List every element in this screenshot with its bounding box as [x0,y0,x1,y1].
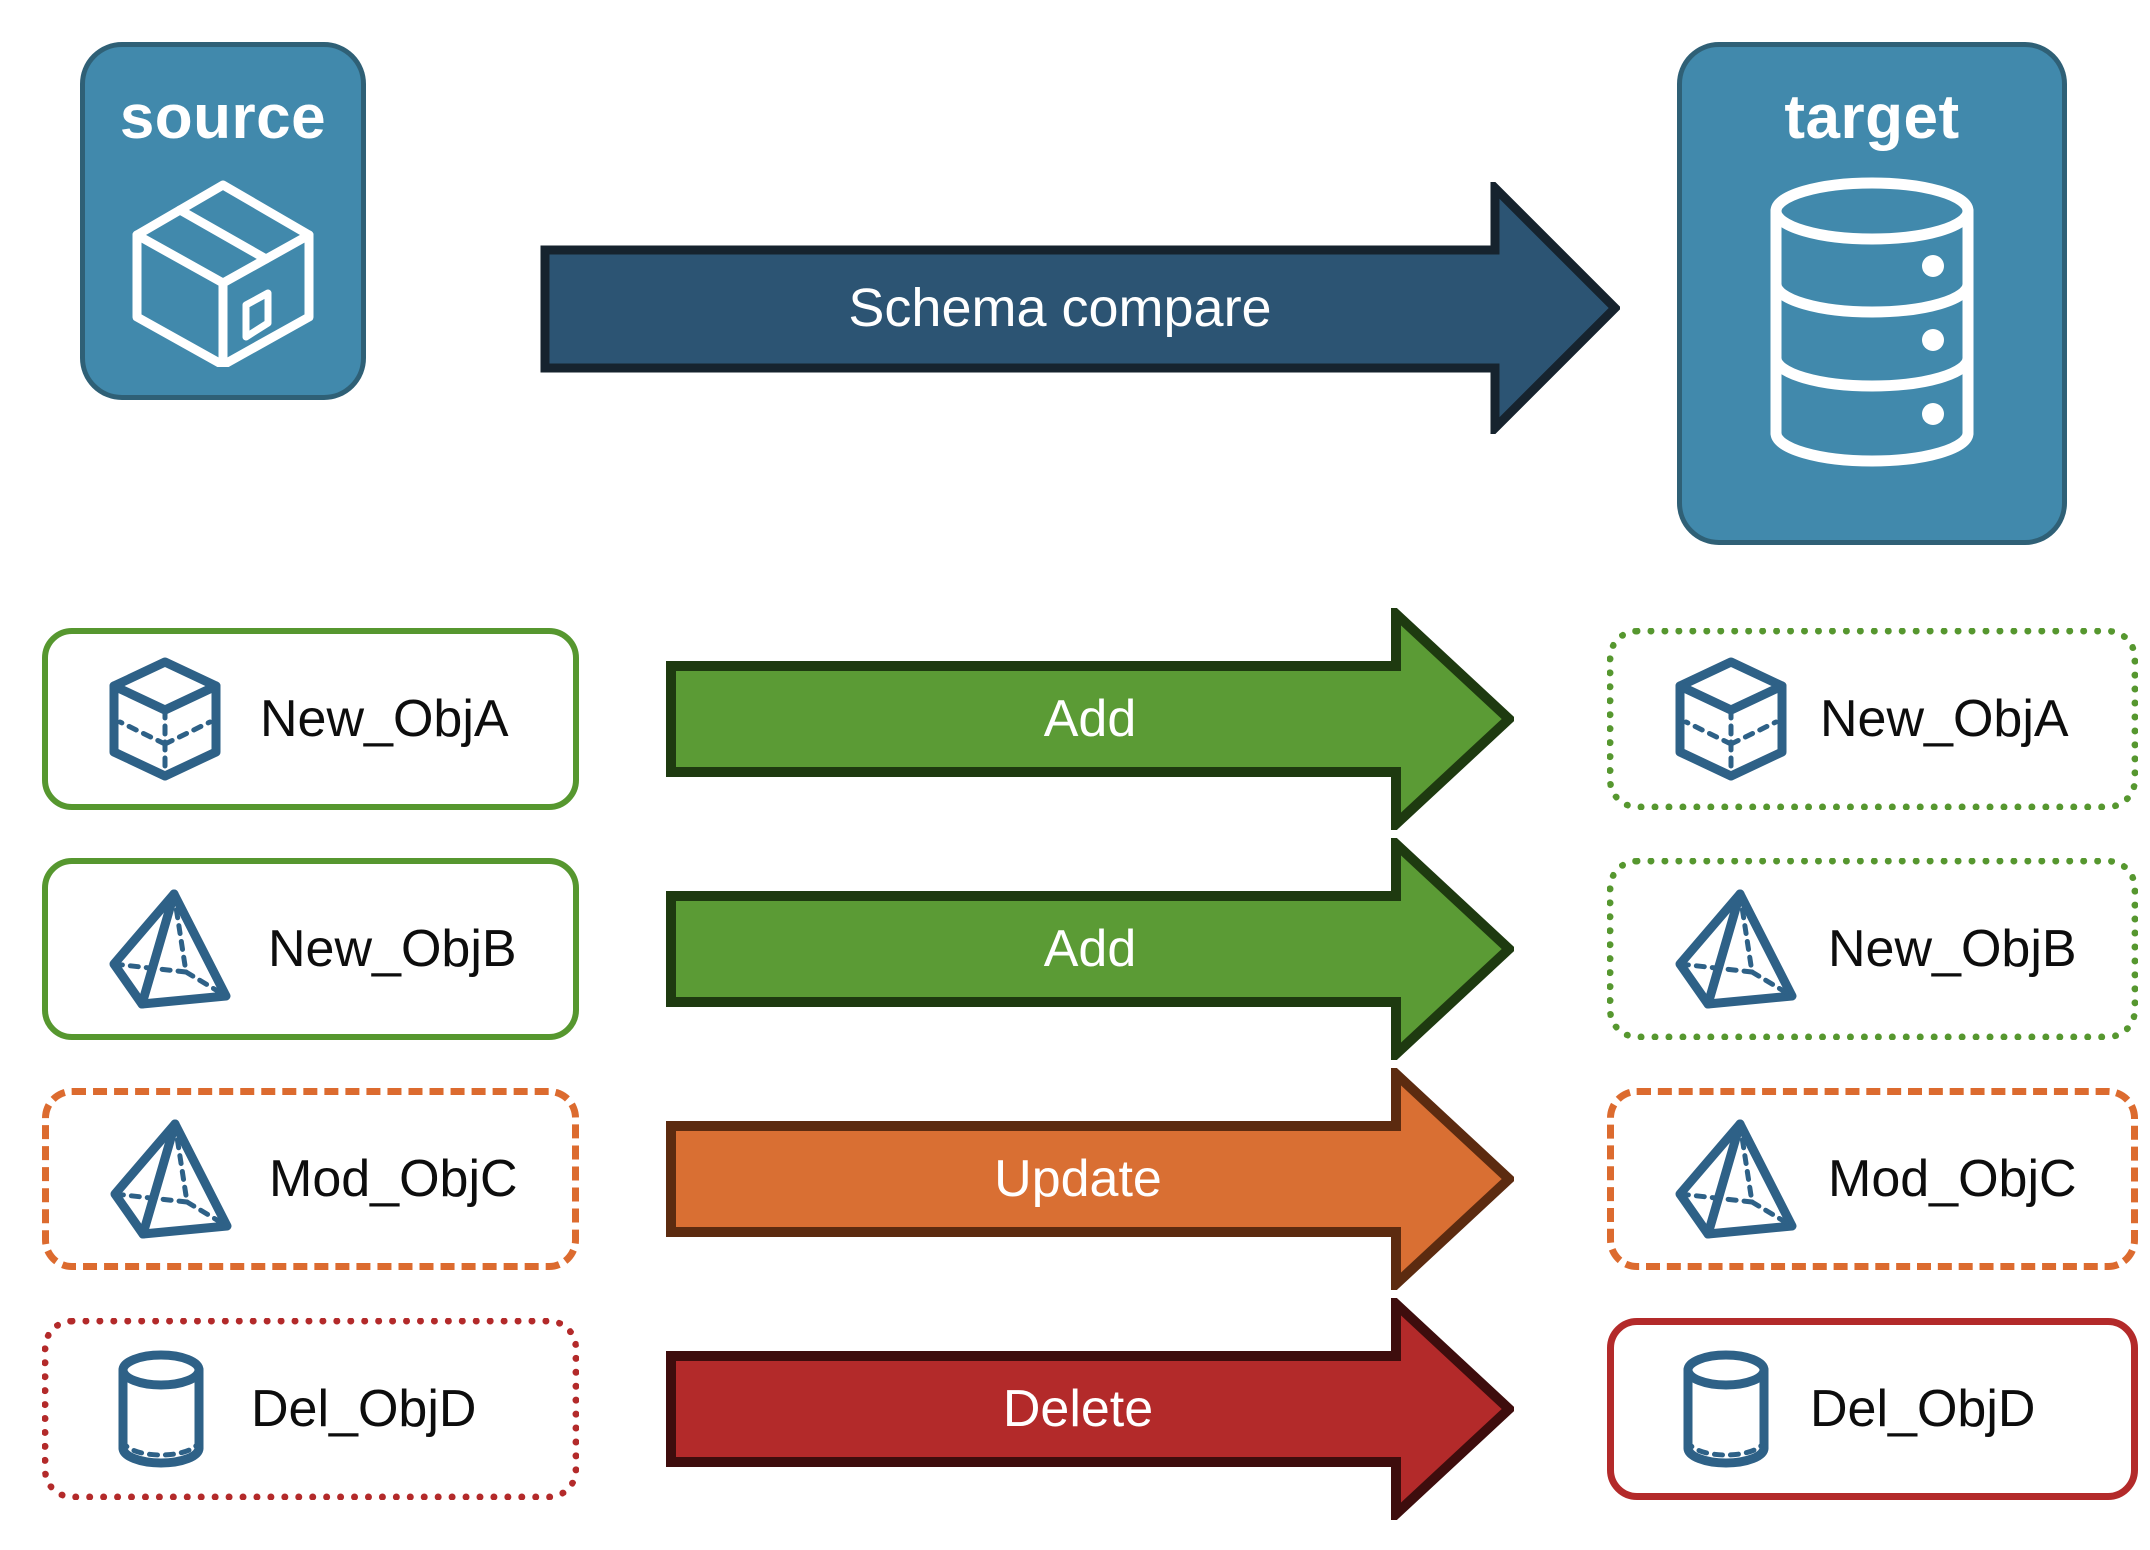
source-object-label-2: Mod_ObjC [269,1150,518,1208]
target-object-card-2[interactable]: Mod_ObjC [1607,1088,2138,1270]
source-object-card-2[interactable]: Mod_ObjC [42,1088,579,1270]
target-endpoint-box: target [1677,42,2067,545]
source-object-label-3: Del_ObjD [251,1380,477,1438]
source-object-card-1[interactable]: New_ObjB [42,858,579,1040]
target-endpoint-label: target [1784,83,1960,152]
source-object-card-0[interactable]: New_ObjA [42,628,579,810]
source-endpoint-box: source [80,42,366,400]
source-object-label-1: New_ObjB [268,920,517,978]
source-object-card-3[interactable]: Del_ObjD [42,1318,579,1500]
target-object-label-2: Mod_ObjC [1828,1150,2077,1208]
target-object-card-0[interactable]: New_ObjA [1607,628,2138,810]
package-box-icon [118,167,328,372]
action-arrow-2 [666,1062,1517,1296]
wireframe-cylinder-icon [1672,1346,1780,1472]
target-object-label-3: Del_ObjD [1810,1380,2036,1438]
action-arrow-3 [666,1292,1517,1526]
wireframe-pyramid-icon [1672,1116,1798,1242]
target-object-label-0: New_ObjA [1820,690,2069,748]
database-cylinder-icon [1747,171,1997,476]
target-object-label-1: New_ObjB [1828,920,2077,978]
schema-compare-arrow [540,177,1622,439]
action-arrow-1 [666,832,1517,1066]
target-object-card-3[interactable]: Del_ObjD [1607,1318,2138,1500]
wireframe-pyramid-icon [106,886,232,1012]
wireframe-pyramid-icon [107,1116,233,1242]
wireframe-cube-icon [106,656,224,782]
action-arrow-0 [666,602,1517,836]
wireframe-pyramid-icon [1672,886,1798,1012]
source-object-label-0: New_ObjA [260,690,509,748]
wireframe-cylinder-icon [107,1346,215,1472]
wireframe-cube-icon [1672,656,1790,782]
target-object-card-1[interactable]: New_ObjB [1607,858,2138,1040]
source-endpoint-label: source [119,83,327,152]
